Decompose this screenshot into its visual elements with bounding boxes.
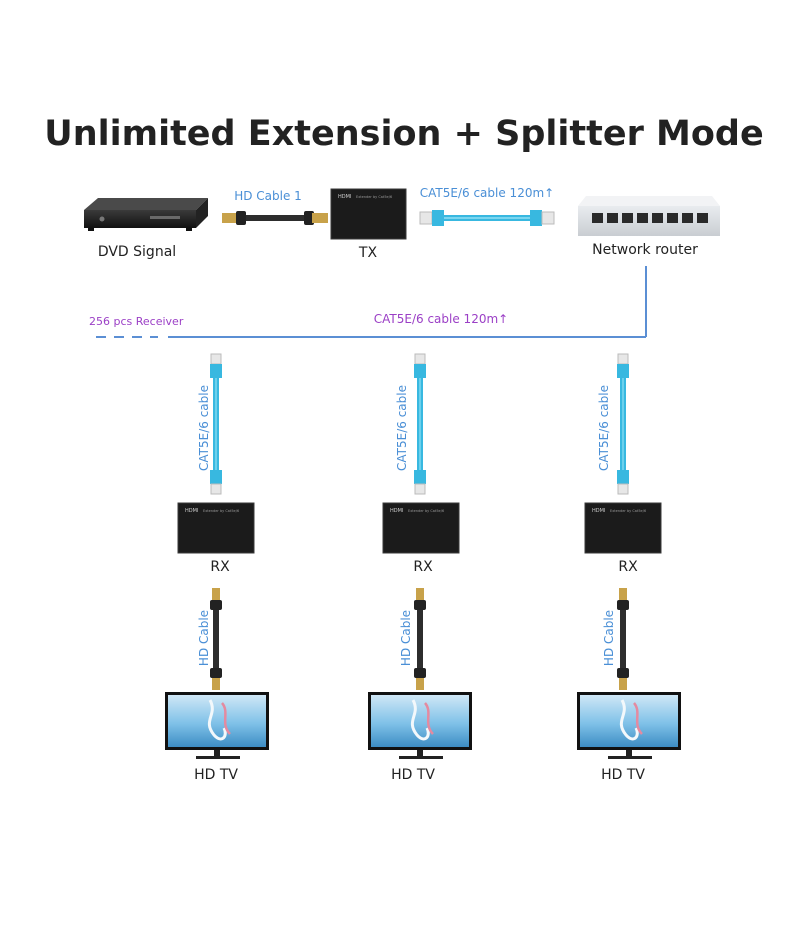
branch-1: CAT5E/6 cable HDMI Extender by Cat5e/6 R… — [165, 353, 269, 783]
bus-line — [96, 266, 647, 338]
rx-label: RX — [210, 559, 230, 575]
hd-cable-1-icon — [222, 211, 328, 225]
hd-cable-label: HD Cable — [602, 610, 616, 666]
rx-label: RX — [618, 559, 638, 575]
hd-cable-vertical-icon — [414, 588, 426, 690]
hd-tv-icon — [577, 692, 681, 759]
cat-cable-top-label: CAT5E/6 cable 120m↑ — [420, 186, 554, 200]
network-router-icon — [578, 196, 720, 236]
tv-label: HD TV — [391, 767, 435, 783]
rx-box: HDMI Extender by Cat5e/6 — [584, 502, 662, 554]
receiver-count-label: 256 pcs Receiver — [89, 315, 184, 328]
cat-cable-vertical-icon — [617, 353, 629, 495]
cat-cable-label: CAT5E/6 cable — [197, 385, 211, 471]
router-port-icon — [637, 213, 648, 223]
page-title: Unlimited Extension + Splitter Mode — [44, 114, 763, 154]
dvd-player-icon — [84, 198, 208, 231]
hd-cable-1-label: HD Cable 1 — [234, 189, 302, 203]
cat-cable-label: CAT5E/6 cable — [597, 385, 611, 471]
branch-2: CAT5E/6 cable HDMI Extender by Cat5e/6 R… — [368, 353, 472, 783]
cat-cable-vertical-icon — [414, 353, 426, 495]
rx-box: HDMI Extender by Cat5e/6 — [177, 502, 255, 554]
hd-cable-label: HD Cable — [399, 610, 413, 666]
tx-label: TX — [358, 245, 378, 261]
rx-hdmi-badge: HDMI — [185, 508, 198, 514]
cat-cable-top-icon — [419, 210, 555, 226]
rx-hdmi-badge: HDMI — [390, 508, 403, 514]
router-port-icon — [622, 213, 633, 223]
rx-device-subtitle: Extender by Cat5e/6 — [203, 509, 239, 513]
dvd-label: DVD Signal — [98, 244, 176, 260]
router-label: Network router — [592, 242, 698, 258]
router-port-icon — [667, 213, 678, 223]
tx-device-subtitle: Extender by Cat5e/6 — [356, 195, 392, 199]
rx-device-subtitle: Extender by Cat5e/6 — [408, 509, 444, 513]
rx-hdmi-badge: HDMI — [592, 508, 605, 514]
hd-cable-label: HD Cable — [197, 610, 211, 666]
hd-cable-vertical-icon — [617, 588, 629, 690]
branch-3: CAT5E/6 cable HDMI Extender by Cat5e/6 R… — [577, 353, 681, 783]
cat-cable-label: CAT5E/6 cable — [395, 385, 409, 471]
tv-label: HD TV — [601, 767, 645, 783]
tx-hdmi-badge: HDMI — [338, 194, 351, 200]
hd-tv-icon — [165, 692, 269, 759]
router-port-icon — [652, 213, 663, 223]
tx-box: HDMI Extender by Cat5e/6 — [330, 188, 407, 240]
hd-cable-vertical-icon — [210, 588, 222, 690]
hd-tv-icon — [368, 692, 472, 759]
rx-box: HDMI Extender by Cat5e/6 — [382, 502, 460, 554]
cat-cable-vertical-icon — [210, 353, 222, 495]
router-port-icon — [592, 213, 603, 223]
rx-label: RX — [413, 559, 433, 575]
bus-cable-label: CAT5E/6 cable 120m↑ — [374, 312, 508, 326]
tv-label: HD TV — [194, 767, 238, 783]
router-port-icon — [607, 213, 618, 223]
router-port-icon — [697, 213, 708, 223]
rx-device-subtitle: Extender by Cat5e/6 — [610, 509, 646, 513]
router-port-icon — [682, 213, 693, 223]
